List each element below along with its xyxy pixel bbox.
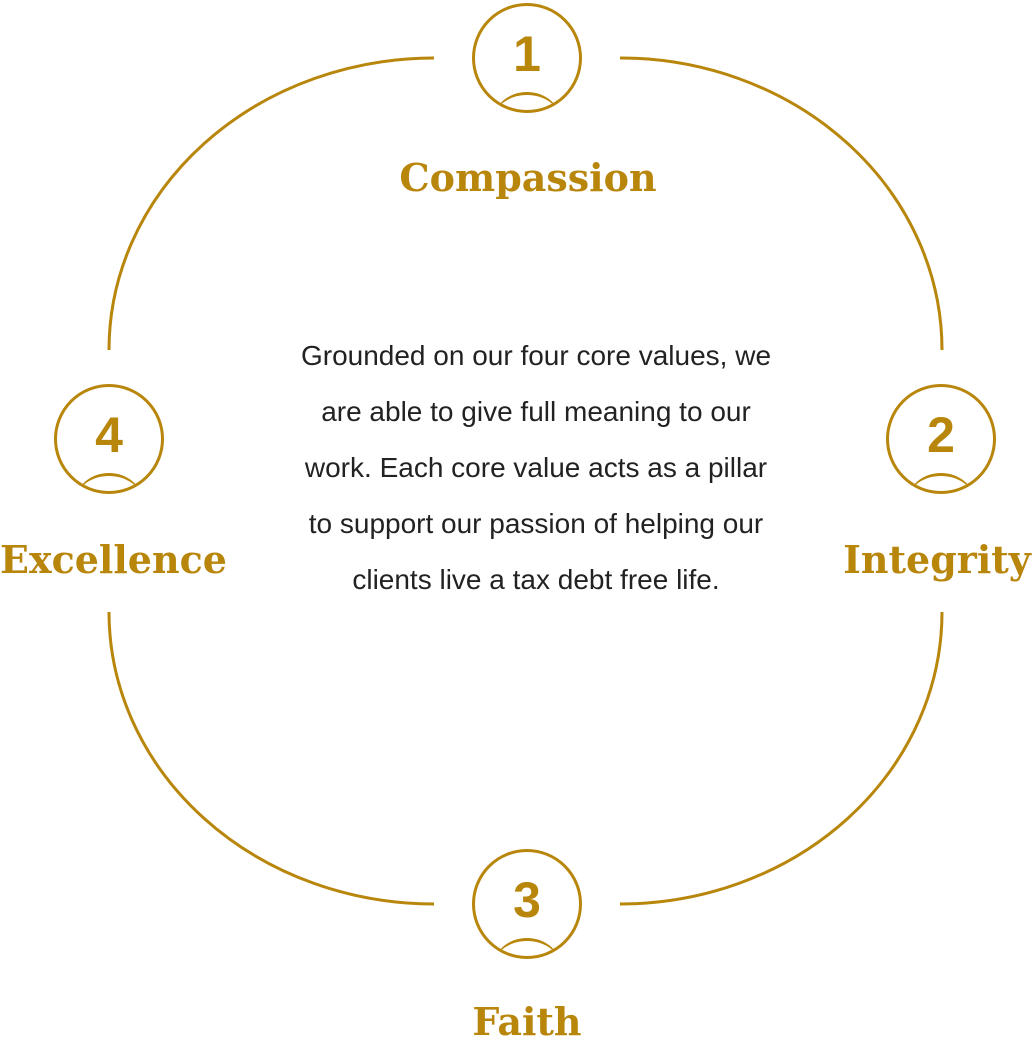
- value-number-4: 4: [95, 407, 123, 463]
- value-badge-4: 4: [54, 384, 164, 494]
- value-badge-2: 2: [886, 384, 996, 494]
- value-label-faith: Faith: [472, 999, 582, 1044]
- value-label-integrity: Integrity: [843, 537, 1031, 582]
- ring-arc-bottom-right: [619, 611, 944, 906]
- value-number-3: 3: [513, 872, 541, 928]
- value-label-excellence: Excellence: [0, 537, 227, 582]
- value-badge-1: 1: [472, 3, 582, 113]
- core-values-description: Grounded on our four core values, we are…: [300, 340, 772, 595]
- value-number-1: 1: [513, 26, 541, 82]
- badge-arc-4: [75, 473, 143, 491]
- value-number-2: 2: [927, 407, 955, 463]
- ring-arc-top-right: [619, 56, 944, 351]
- value-badge-3: 3: [472, 849, 582, 959]
- badge-arc-3: [493, 938, 561, 956]
- badge-arc-2: [907, 473, 975, 491]
- badge-arc-1: [493, 92, 561, 110]
- ring-arc-bottom-left: [107, 611, 435, 906]
- value-label-compassion: Compassion: [399, 155, 657, 200]
- ring-arc-top-left: [107, 56, 435, 351]
